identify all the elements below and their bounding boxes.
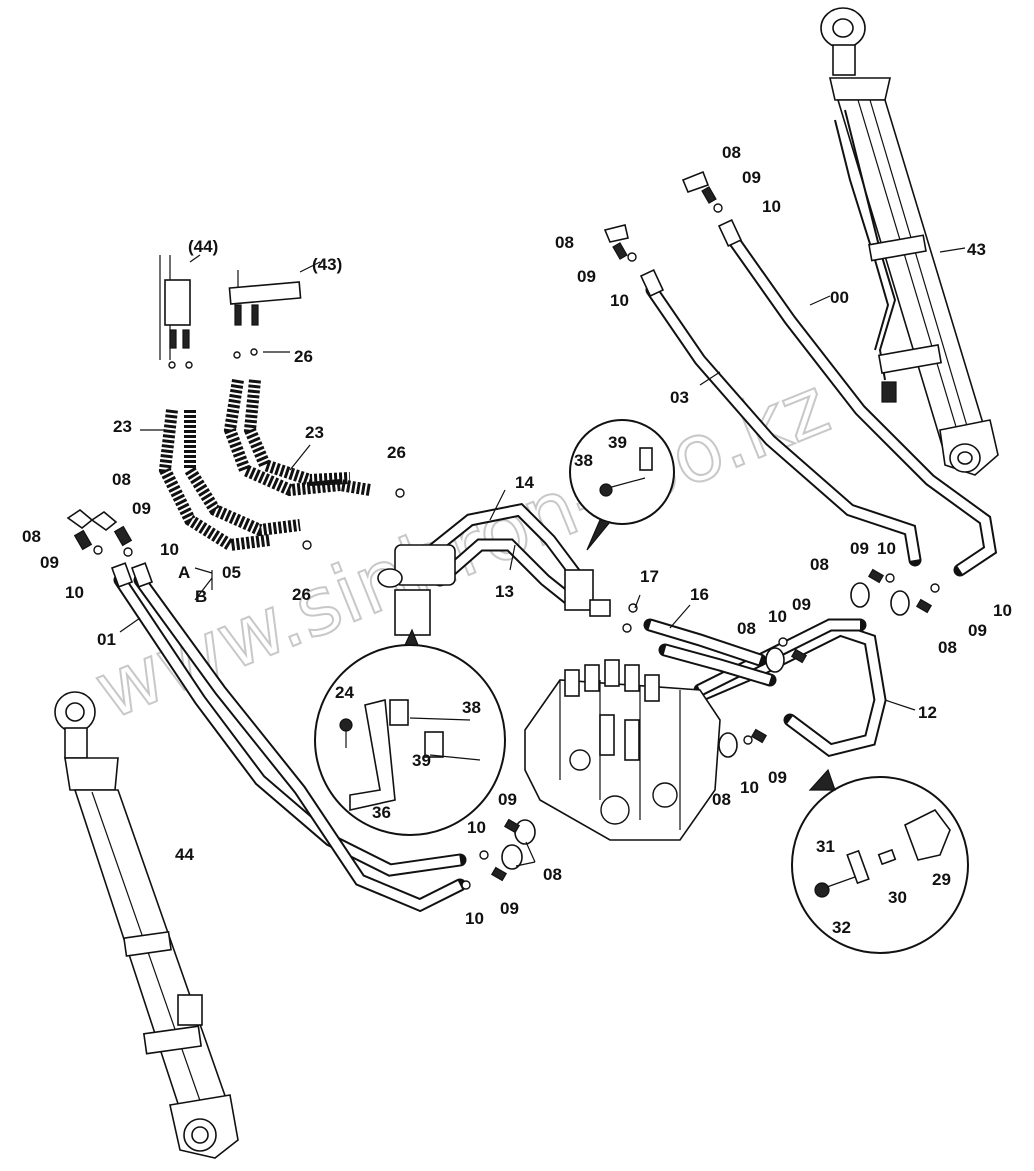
label-29: 29 [932, 870, 951, 889]
label-10: 10 [465, 909, 484, 928]
label-08: 08 [810, 555, 829, 574]
label-10: 10 [768, 607, 787, 626]
control-valve [524, 659, 721, 841]
cylinder-44 [54, 691, 239, 1159]
flange-clamps [66, 170, 940, 890]
label-08: 08 [22, 527, 41, 546]
label-38: 38 [462, 698, 481, 717]
label-08: 08 [712, 790, 731, 809]
pipe-03 [639, 269, 922, 567]
hose-23 [158, 379, 371, 552]
label-26: 26 [292, 585, 311, 604]
label-08: 08 [543, 865, 562, 884]
label-09: 09 [768, 768, 787, 787]
detail-callout-24-36 [314, 628, 506, 836]
label-09: 09 [742, 168, 761, 187]
fitting-43-ref [228, 270, 302, 326]
pipe-01 [110, 562, 467, 913]
label-12: 12 [918, 703, 937, 722]
label-23: 23 [113, 417, 132, 436]
label-09: 09 [577, 267, 596, 286]
label-14: 14 [515, 473, 534, 492]
pipe-00 [717, 219, 998, 577]
label-17: 17 [640, 567, 659, 586]
label-10: 10 [740, 778, 759, 797]
label-30: 30 [888, 888, 907, 907]
label-00: 00 [830, 288, 849, 307]
detail-callout-29-32 [791, 768, 969, 954]
label-09: 09 [968, 621, 987, 640]
label-03: 03 [670, 388, 689, 407]
label-09: 09 [792, 595, 811, 614]
label-26: 26 [294, 347, 313, 366]
label-09: 09 [500, 899, 519, 918]
label-44-ref: (44) [188, 237, 218, 256]
label-09: 09 [498, 790, 517, 809]
label-09: 09 [132, 499, 151, 518]
label-08: 08 [112, 470, 131, 489]
label-39: 39 [412, 751, 431, 770]
bracket-14-clamp [564, 569, 611, 617]
label-10: 10 [65, 583, 84, 602]
label-08: 08 [722, 143, 741, 162]
label-24: 24 [335, 683, 354, 702]
label-08: 08 [938, 638, 957, 657]
label-23: 23 [305, 423, 324, 442]
label-10: 10 [610, 291, 629, 310]
label-05: 05 [222, 563, 241, 582]
label-43-ref: (43) [312, 255, 342, 274]
label-31: 31 [816, 837, 835, 856]
label-38: 38 [574, 451, 593, 470]
label-A: A [178, 563, 190, 582]
pipe-16 [643, 618, 777, 687]
label-10: 10 [877, 539, 896, 558]
label-09: 09 [850, 539, 869, 558]
label-10: 10 [160, 540, 179, 559]
detail-callout-38-39 [569, 419, 675, 551]
pipe-14 [413, 502, 587, 607]
label-32: 32 [832, 918, 851, 937]
label-01: 01 [97, 630, 116, 649]
label-16: 16 [690, 585, 709, 604]
label-13: 13 [495, 582, 514, 601]
fitting-44-ref [159, 255, 191, 360]
label-44: 44 [175, 845, 194, 864]
cylinder-43 [820, 7, 999, 476]
leader-lines [119, 247, 966, 867]
label-39: 39 [608, 433, 627, 452]
manifold [377, 544, 456, 636]
label-10: 10 [993, 601, 1012, 620]
label-43: 43 [967, 240, 986, 259]
label-08: 08 [555, 233, 574, 252]
label-08: 08 [737, 619, 756, 638]
label-26: 26 [387, 443, 406, 462]
label-36: 36 [372, 803, 391, 822]
part-labels: 08 09 10 08 09 10 43 00 03 (44) (43) 26 … [22, 143, 1012, 937]
label-10: 10 [762, 197, 781, 216]
label-10: 10 [467, 818, 486, 837]
label-09: 09 [40, 553, 59, 572]
label-B: B [195, 587, 207, 606]
